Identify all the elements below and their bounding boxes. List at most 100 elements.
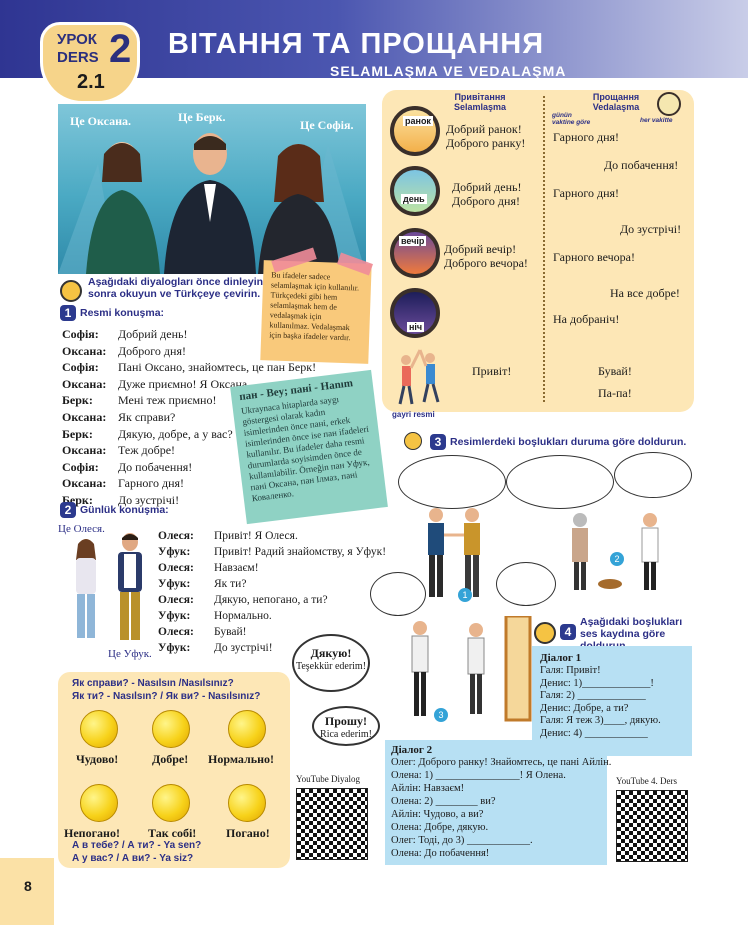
greeting-day: Добрий день! Доброго дня!: [452, 180, 522, 208]
dialog-2-exercise: Діалог 2 Олег: Доброго ранку! Знайомтесь…: [385, 740, 611, 865]
line: До побачення!: [118, 459, 193, 474]
farewell-item: На добраніч!: [553, 312, 620, 326]
line: Нормально.: [214, 610, 272, 622]
meh-face-icon: [152, 784, 190, 822]
exercise-line[interactable]: Денис: 4) ____________: [540, 727, 648, 739]
farewell-item: Па-па!: [598, 386, 632, 400]
instruction-top: Aşağıdaki diyalogları önce dinleyin sonr…: [88, 276, 264, 300]
line: Теж добре!: [118, 443, 176, 458]
farewells-header-tr: Vedalaşma: [592, 102, 640, 112]
speaker: Уфук:: [158, 546, 191, 558]
section-1-title: Resmi konuşma:: [80, 307, 165, 319]
farewells-sub-right: her vakitte: [640, 117, 673, 124]
line: Добрий день!: [118, 327, 188, 341]
farewell-item: До побачення!: [604, 158, 679, 172]
speaker: Олеся:: [158, 626, 194, 638]
lightbulb-icon: [657, 92, 681, 116]
speaker: Олеся:: [158, 594, 194, 606]
dialog-2-title: Діалог 2: [391, 744, 433, 756]
people-illustration: Це Оксана. Це Берк. Це Софія.: [58, 104, 366, 274]
speech-bubble-input[interactable]: [370, 572, 426, 616]
greeting-morning: Добрий ранок! Доброго ранку!: [446, 122, 526, 150]
exercise-line: Айлін: Навзаєм!: [391, 783, 465, 794]
welcome-ua: Прошу!: [324, 714, 368, 728]
marker-3: 3: [434, 708, 448, 722]
speaker: Олеся:: [158, 530, 194, 542]
neutral-face-icon: [228, 710, 266, 748]
panel-divider: [543, 96, 545, 402]
speaker: Оксана:: [62, 376, 107, 391]
face-label: Добре!: [152, 752, 189, 766]
farewell-item: Гарного вечора!: [553, 250, 635, 264]
note-pan-pani: пан - Bey; пані - Hanım Ukraynaca hitapl…: [230, 369, 388, 525]
face-label: Погано!: [226, 826, 270, 840]
exercise-line[interactable]: Галя: Я теж 3)____, дякую.: [540, 715, 661, 727]
section-2-title: Günlük konuşma:: [80, 504, 169, 516]
high-five-illustration: [398, 349, 440, 405]
line: До зустрічі!: [214, 642, 273, 654]
speaker: Олеся:: [158, 562, 194, 574]
exercise-line[interactable]: Олена: 1) ________________! Я Олена.: [391, 770, 566, 781]
dog-walkers-illustration: [572, 513, 659, 590]
headphones-icon[interactable]: [60, 280, 82, 302]
face-label: Непогано!: [64, 826, 120, 840]
speaker: Оксана:: [62, 343, 107, 358]
badge-urok: УРОК: [57, 31, 97, 48]
exercise-line: Олег: Доброго ранку! Знайомтесь, це пані…: [391, 757, 612, 768]
greeting-informal: Привіт!: [472, 364, 512, 378]
dialog-1: Софія: Добрий день! Оксана: Доброго дня!…: [62, 326, 316, 516]
qr-code-right[interactable]: [616, 790, 688, 862]
speaker: Софія:: [62, 327, 99, 341]
how-line-3: А в тебе? / А ти? - Ya sen?: [72, 840, 202, 851]
caption-oksana: Це Оксана.: [70, 114, 131, 128]
greetings-header-ua: Привітання: [454, 92, 506, 102]
farewell-item: Гарного дня!: [553, 130, 620, 144]
line: Дякую, добре, а у вас?: [118, 426, 233, 441]
exercise-line[interactable]: Олена: 2) ________ ви?: [391, 796, 496, 807]
qr-left-label: YouTube Diyalog: [296, 774, 361, 784]
page-number: 8: [24, 878, 32, 894]
speaker: Оксана:: [62, 476, 107, 491]
speech-bubble-input[interactable]: [614, 452, 692, 498]
face-label: Чудово!: [76, 752, 119, 766]
line: Гарного дня!: [118, 476, 185, 491]
badge-sub: 2.1: [77, 71, 105, 93]
speech-bubble-input[interactable]: [398, 455, 506, 509]
speech-bubble-input[interactable]: [496, 562, 556, 606]
greeting-evening: Добрий вечір! Доброго вечора!: [444, 242, 528, 270]
exercise-line: Айлін: Чудово, а ви?: [391, 809, 484, 820]
how-are-you-box: [58, 672, 290, 868]
headphones-icon[interactable]: [534, 622, 556, 644]
caption-ufuk: Це Уфук.: [108, 648, 152, 660]
exercise-line[interactable]: Галя: 2) _____________: [540, 690, 646, 702]
line: До зустрічі!: [118, 493, 180, 507]
section-3-title: Resimlerdeki boşlukları duruma göre dold…: [450, 436, 687, 448]
marker-2: 2: [610, 552, 624, 566]
sad-face-icon: [228, 784, 266, 822]
speaker: Софія:: [62, 459, 99, 474]
caption-olesia: Це Олеся.: [58, 523, 105, 535]
note-body: Ukraynaca hitaplarda saygı göstergesi ol…: [240, 394, 371, 504]
exercise-line[interactable]: Денис: 1)_____________!: [540, 677, 654, 689]
speech-bubble-input[interactable]: [506, 455, 614, 509]
farewells-header-ua: Прощання: [592, 92, 640, 102]
page-title: ВІТАННЯ ТА ПРОЩАННЯ: [168, 28, 545, 60]
clock-label: вечір: [399, 236, 427, 246]
note-selamlasma: Bu ifadeler sadece selamlaşmak için kull…: [260, 260, 372, 364]
farewell-item: На все добре!: [610, 286, 680, 300]
line: Навзаєм!: [214, 562, 259, 574]
page-footer: [0, 858, 54, 925]
exercise-line[interactable]: Олег: Тоді, до 3) ____________.: [391, 835, 533, 846]
qr-code-left[interactable]: [296, 788, 368, 860]
line: Як ти?: [214, 578, 247, 590]
greetings-header: Привітання Selamlaşma: [445, 92, 515, 112]
line: Мені теж приємно!: [118, 393, 217, 408]
speaker: Уфук:: [158, 642, 191, 654]
speaker: Уфук:: [158, 578, 191, 590]
dialog-1-exercise: Діалог 1 Галя: Привіт! Денис: 1)________…: [532, 646, 692, 756]
section-3-number: 3: [430, 434, 446, 450]
caption-sofia: Це Софія.: [300, 118, 354, 132]
thanks-bubble: Дякую! Teşekkür ederim!: [292, 634, 370, 692]
badge-ders: DERS: [57, 49, 99, 66]
line: Привіт! Радий знайомству, я Уфук!: [214, 546, 387, 558]
